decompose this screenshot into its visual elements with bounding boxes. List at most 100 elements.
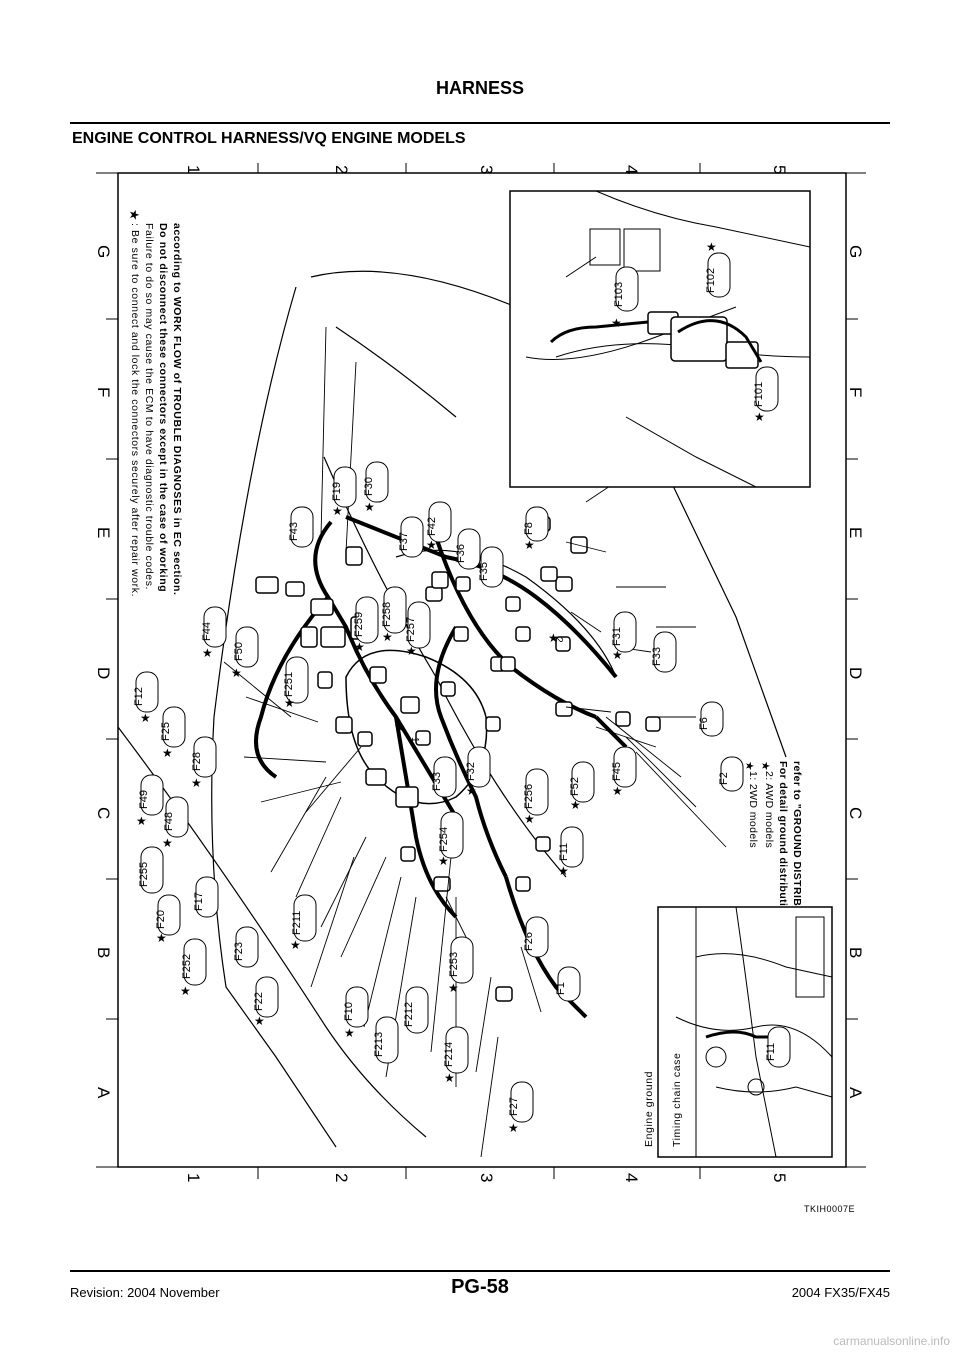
star-icon: ★ (743, 761, 755, 771)
diagram-border (117, 172, 847, 1168)
svg-text:F2: F2 (718, 772, 730, 785)
label-f12: F12 (133, 671, 159, 713)
ecm-connector-f101 (725, 341, 759, 369)
label-f102: F102 (705, 252, 731, 298)
svg-text:F45: F45 (611, 762, 623, 781)
star-icon: ★ (290, 938, 301, 952)
svg-text:F35: F35 (478, 562, 490, 581)
star-icon: ★ (156, 931, 167, 945)
star-icon: ★ (254, 1014, 265, 1028)
svg-text:F12: F12 (133, 687, 145, 706)
ground-note-2: refer to "GROUND DISTRIBUTION". (791, 761, 803, 950)
svg-text:F256: F256 (523, 784, 535, 809)
svg-text:F213: F213 (373, 1032, 385, 1057)
grid-letter-a-r: A (846, 1087, 865, 1099)
star-icon: ★ (140, 711, 151, 725)
page-section-title: HARNESS (435, 78, 524, 98)
svg-text:F49: F49 (138, 790, 150, 809)
star-icon: ★ (524, 538, 535, 552)
note-line-1: : Be sure to connect and lock the connec… (129, 223, 141, 597)
star-icon: ★ (127, 209, 142, 221)
label-f8: F8 (523, 506, 549, 542)
grid-number-3: 3 (477, 165, 496, 174)
label-f52: F52 (569, 761, 595, 803)
label-f257: F257 (405, 601, 431, 649)
svg-text:F257: F257 (405, 617, 417, 642)
label-f256: F256 (523, 768, 549, 816)
svg-text:F103: F103 (613, 282, 625, 307)
grid-letter-a: A (96, 1087, 113, 1099)
image-id: TKIH0007E (804, 1204, 856, 1214)
label-f49: F49 (138, 774, 164, 816)
grid-letter-c-r: C (846, 807, 865, 819)
note-line-4: according to WORK FLOW of TROUBLE DIAGNO… (171, 223, 183, 596)
inset-ecm: F103 F102 F101 ★ ★ ★ (509, 190, 811, 488)
label-f6: F6 (698, 701, 724, 737)
svg-text:F8: F8 (523, 522, 535, 535)
page-number: PG-58 (451, 1276, 509, 1298)
label-f11: F11 (558, 826, 584, 868)
legend-awd: 2: AWD models (763, 771, 775, 848)
star-icon: ★ (354, 640, 365, 654)
svg-text:F211: F211 (291, 911, 303, 935)
grid-letter-g-r: G (846, 245, 865, 258)
star-icon: ★ (444, 1071, 455, 1085)
label-f43: F43 (288, 506, 314, 548)
svg-text:F10: F10 (343, 1002, 355, 1021)
label-f103: F103 (613, 266, 639, 312)
star-icon: ★ (332, 504, 343, 518)
star-icon: ★ (438, 854, 449, 868)
notes: ★ : Be sure to connect and lock the conn… (127, 209, 183, 597)
grid-number-1b: 1 (184, 1173, 203, 1182)
grid-number-2b: 2 (332, 1173, 351, 1182)
label-f35: F35 (478, 546, 504, 588)
svg-text:F36: F36 (455, 544, 467, 563)
label-f23: F23 (233, 926, 259, 968)
star-icon: ★ (508, 1121, 519, 1135)
svg-text:F28: F28 (191, 752, 203, 771)
page-subtitle: ENGINE CONTROL HARNESS/VQ ENGINE MODELS (72, 130, 466, 147)
star-icon: ★ (231, 666, 242, 680)
svg-text:F255: F255 (138, 862, 150, 887)
svg-text:F6: F6 (698, 717, 710, 730)
star-markers: ★★ ★★ ★★ ★★ ★★ ★★ ★★ ★★ ★★ ★★ ★★ ★★ ★★ ★… (136, 500, 623, 1135)
grid-letter-d: D (96, 667, 113, 679)
svg-text:F101: F101 (753, 382, 765, 407)
grid-numbers-top: 1 2 3 4 5 (184, 165, 789, 174)
svg-text:F52: F52 (569, 777, 581, 796)
svg-text:F37: F37 (398, 532, 410, 551)
label-f28: F28 (191, 736, 217, 778)
svg-text:F27: F27 (508, 1097, 520, 1116)
asterisk-markers: 1 2 (409, 637, 564, 743)
star-icon: ★ (364, 500, 375, 514)
label-f1: F1 (555, 966, 581, 1002)
label-f2: F2 (718, 756, 744, 792)
star-icon: ★ (382, 630, 393, 644)
svg-text:F258: F258 (381, 602, 393, 627)
svg-text:F11: F11 (558, 843, 570, 861)
star-icon: ★ (448, 981, 459, 995)
label-f254: F254 (438, 811, 464, 859)
label-f33-right: F33 (651, 631, 677, 673)
star-icon: ★ (394, 720, 405, 734)
watermark: carmanualsonline.info (833, 1334, 950, 1348)
svg-text:F30: F30 (363, 477, 375, 496)
star-icon: ★ (754, 410, 765, 424)
label-f252: F252 (181, 938, 207, 986)
star-icon: ★ (612, 784, 623, 798)
star-icon: ★ (406, 644, 417, 658)
marker-2: 2 (553, 637, 564, 643)
svg-text:F31: F31 (611, 627, 623, 646)
star-icon: ★ (570, 798, 581, 812)
label-f251: F251 (283, 656, 309, 704)
svg-text:F259: F259 (353, 612, 365, 637)
svg-text:F17: F17 (193, 892, 205, 911)
note-line-3: Do not disconnect these connectors excep… (157, 223, 169, 592)
label-f25: F25 (160, 706, 186, 748)
model-text: 2004 FX35/FX45 (791, 1285, 890, 1300)
footer-rule (70, 1270, 890, 1272)
star-icon: ★ (162, 746, 173, 760)
star-icon: ★ (284, 696, 295, 710)
label-f45: F45 (611, 746, 637, 788)
grid-number-3b: 3 (477, 1173, 496, 1182)
